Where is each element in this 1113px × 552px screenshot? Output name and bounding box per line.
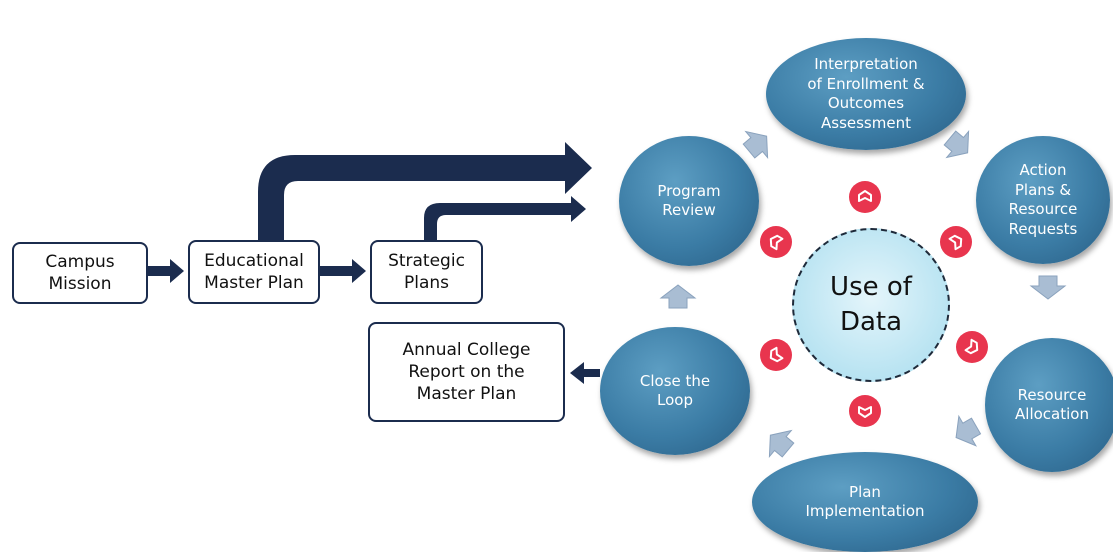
annual-report-box: Annual College Report on the Master Plan [368,322,565,422]
campus-mission-box: Campus Mission [12,242,148,304]
connector-icon-top [849,181,881,213]
connector-icon-upper-right [940,226,972,258]
close-the-loop-node: Close the Loop [600,327,750,455]
arrow-strategic-to-cycle [424,196,586,240]
use-of-data-center: Use of Data [792,228,950,382]
cycle-arrow-action-to-allocation [1029,275,1067,300]
resource-allocation-node: Resource Allocation [985,338,1113,472]
connector-icon-lower-left [760,339,792,371]
program-review-node: Program Review [619,136,759,266]
connector-icon-upper-left [760,226,792,258]
connector-icon-lower-right [956,331,988,363]
action-plans-node: Action Plans & Resource Requests [976,136,1110,264]
cycle-arrow-allocation-to-implementation [955,414,982,447]
cycle-arrow-implementation-to-loop [768,429,795,459]
arrow-emp-to-strategic [320,259,366,283]
strategic-plans-box: Strategic Plans [370,240,483,304]
connector-icon-bottom [849,395,881,427]
cycle-arrow-review-to-interpretation [742,130,769,160]
plan-implementation-node: Plan Implementation [752,452,978,552]
arrow-loop-to-report [570,362,600,384]
cycle-arrow-loop-to-review [659,284,697,309]
arrow-mission-to-emp [148,259,184,283]
interpretation-node: Interpretation of Enrollment & Outcomes … [766,38,966,150]
cycle-arrow-interpretation-to-action [943,129,970,159]
arrow-emp-to-cycle [258,142,592,240]
educational-master-plan-box: Educational Master Plan [188,240,320,304]
